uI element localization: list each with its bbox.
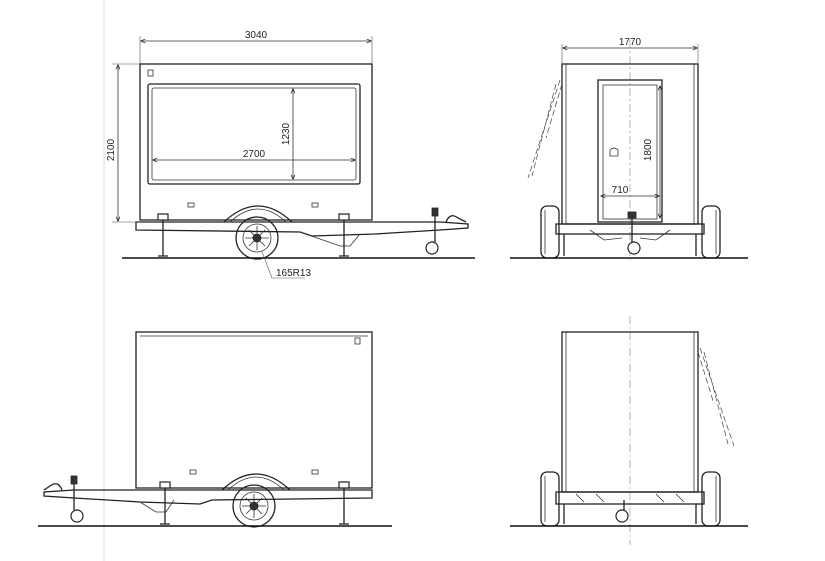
rear-flap-open	[527, 79, 563, 179]
side2-wheel-spokes	[242, 494, 266, 518]
side2-body-outline	[135, 331, 373, 489]
side-steady-rear-head	[157, 213, 169, 221]
front-chassis	[555, 491, 705, 505]
side2-fender-inner	[227, 476, 285, 491]
rear-tire-lines	[544, 210, 717, 254]
tire-size-label: 165R13	[276, 268, 311, 279]
side-chassis-brace	[299, 231, 361, 247]
side-chassis	[135, 221, 469, 237]
side2-marker-right	[311, 469, 319, 475]
rear-steadies	[563, 234, 697, 256]
side2-vent-mark	[354, 337, 361, 345]
tire-leader-line	[261, 251, 305, 279]
dim-window-height: 1230	[281, 122, 292, 145]
side2-steady-rear	[339, 486, 349, 525]
side2-steady-rear-head	[338, 481, 350, 489]
front-jockey-wheel	[615, 509, 629, 523]
front-flap-open	[697, 347, 735, 447]
side-fender	[223, 205, 293, 223]
dim-door-width: 710	[612, 185, 629, 196]
side-steady-front-head	[338, 213, 350, 221]
side-coupling	[445, 215, 467, 223]
side-body-outline	[139, 63, 373, 221]
rear-chassis-brackets	[589, 229, 671, 241]
side2-marker-left	[189, 469, 197, 475]
dim-door-height: 1800	[643, 138, 654, 161]
rear-view-door: 1770 1800 710	[510, 37, 748, 260]
dim-window-width: 2700	[243, 149, 266, 160]
side-jockey-wheel	[425, 241, 439, 255]
door-handle-icon	[609, 147, 619, 157]
side-marker-left	[187, 202, 195, 208]
side2-chassis-brace	[139, 499, 175, 513]
side-window-inner	[151, 87, 357, 181]
side2-chassis	[43, 489, 373, 505]
side-wheel-spokes	[245, 226, 269, 250]
side-jockey-handle	[431, 207, 439, 217]
side-wheel-rim	[242, 223, 272, 253]
rear-coupling-head	[627, 211, 637, 219]
dim-overall-width: 1770	[619, 37, 642, 48]
side2-steady-front-head	[159, 481, 171, 489]
side-vent-mark	[147, 69, 154, 77]
side-window-outer	[147, 83, 361, 185]
side-wheel	[235, 216, 279, 260]
front-steadies	[563, 504, 697, 524]
side-steady-rear	[158, 218, 168, 257]
side2-fender	[221, 473, 291, 491]
front-chassis-details	[575, 493, 685, 503]
front-tire-lines	[544, 476, 717, 522]
dim-overall-height: 2100	[106, 138, 117, 161]
dim-overall-length: 3040	[245, 30, 268, 41]
side2-wheel	[232, 484, 276, 528]
side2-jockey-wheel	[70, 509, 84, 523]
side-view-back	[38, 331, 392, 528]
front-wheel-right	[701, 471, 721, 527]
side2-steady-front	[160, 486, 170, 525]
side-steady-front	[339, 218, 349, 257]
rear-wheel-right	[701, 205, 721, 259]
side-fender-inner	[229, 208, 287, 223]
rear-door-inner	[602, 84, 658, 220]
front-view	[510, 316, 748, 545]
side2-jockey-handle	[70, 475, 78, 485]
side2-coupling	[43, 483, 63, 491]
side-marker-right	[311, 202, 319, 208]
rear-jockey-wheel	[627, 241, 641, 255]
side2-wheel-rim	[239, 491, 269, 521]
rear-chassis	[555, 223, 705, 235]
side-view-front: 3040 2100 2700 1230 165R13	[106, 30, 475, 279]
